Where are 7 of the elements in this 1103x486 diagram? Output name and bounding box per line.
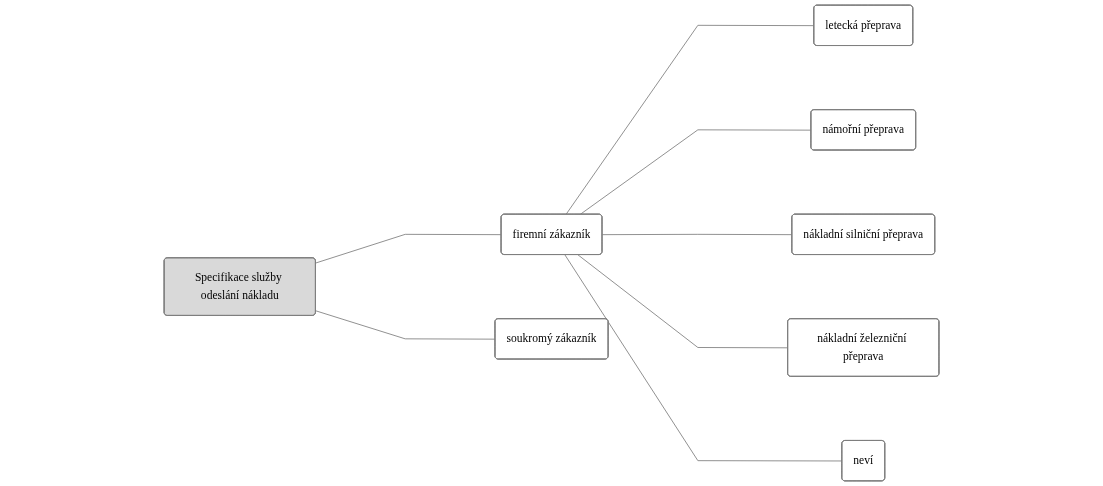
connector	[315, 233, 502, 264]
connector	[577, 254, 789, 349]
connector	[579, 129, 812, 215]
connector	[315, 310, 496, 340]
connector	[565, 24, 815, 215]
connector	[564, 254, 843, 462]
connector	[601, 233, 793, 236]
